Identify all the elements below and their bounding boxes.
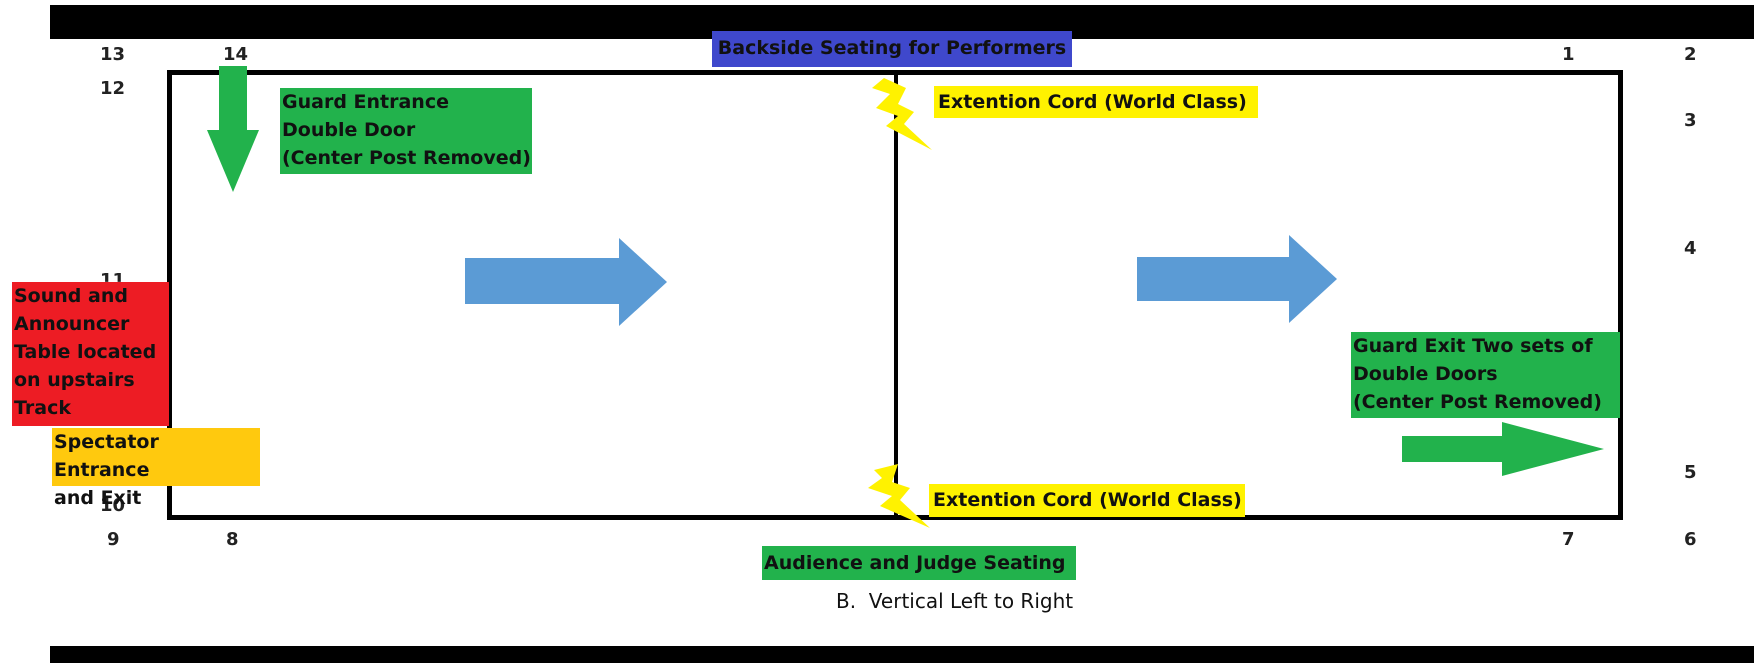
extension-cord-top-text: Extention Cord (World Class) <box>938 91 1247 113</box>
marker-2: 2 <box>1684 44 1697 65</box>
guard-exit-line-1: Guard Exit Two sets of <box>1353 335 1593 357</box>
marker-3: 3 <box>1684 110 1697 131</box>
marker-5: 5 <box>1684 462 1697 483</box>
spectator-entrance-label: Spectator Entrance and Exit <box>52 428 260 509</box>
marker-1: 1 <box>1562 44 1575 65</box>
audience-seating-label: Audience and Judge Seating <box>762 546 1076 580</box>
bottom-black-bar <box>50 646 1754 663</box>
diagram-caption: B. Vertical Left to Right <box>836 589 1074 613</box>
marker-14: 14 <box>223 44 249 65</box>
marker-6: 6 <box>1684 529 1697 550</box>
guard-entrance-label: Guard Entrance Double Door (Center Post … <box>280 88 532 174</box>
marker-9: 9 <box>107 529 120 550</box>
sound-table-line-5: Track <box>14 397 71 419</box>
guard-entrance-line-2: Double Door <box>282 119 416 141</box>
extension-cord-bottom-text: Extention Cord (World Class) <box>933 489 1242 511</box>
spectator-entrance-line-1: Spectator Entrance <box>54 431 159 481</box>
marker-12: 12 <box>100 78 126 99</box>
guard-exit-line-3: (Center Post Removed) <box>1353 391 1602 413</box>
sound-table-line-3: Table located <box>14 341 157 363</box>
marker-13: 13 <box>100 44 126 65</box>
marker-11: 11 <box>100 270 126 291</box>
down-arrow-icon <box>207 66 259 192</box>
marker-7: 7 <box>1562 529 1575 550</box>
lightning-bolt-icon <box>872 78 932 150</box>
sound-table-line-1: Sound and <box>14 285 128 307</box>
right-arrow-icon <box>1402 422 1604 476</box>
lightning-bolt-icon <box>868 464 930 528</box>
extension-cord-top-label: Extention Cord (World Class) <box>934 86 1258 118</box>
marker-10: 10 <box>100 495 126 516</box>
center-line <box>894 70 898 520</box>
guard-exit-line-2: Double Doors <box>1353 363 1498 385</box>
guard-exit-label: Guard Exit Two sets of Double Doors (Cen… <box>1351 332 1620 418</box>
extension-cord-bottom-label: Extention Cord (World Class) <box>929 484 1245 517</box>
sound-table-line-2: Announcer <box>14 313 130 335</box>
backside-seating-text: Backside Seating for Performers <box>717 37 1067 59</box>
sound-table-line-4: on upstairs <box>14 369 135 391</box>
spectator-entrance-line-2: and Exit <box>54 487 142 509</box>
audience-seating-text: Audience and Judge Seating <box>764 552 1066 574</box>
marker-8: 8 <box>226 529 239 550</box>
sound-table-label: Sound and Announcer Table located on ups… <box>12 282 169 426</box>
guard-entrance-line-1: Guard Entrance <box>282 91 449 113</box>
right-arrow-icon <box>465 238 667 326</box>
backside-seating-label: Backside Seating for Performers <box>712 31 1072 67</box>
marker-4: 4 <box>1684 238 1697 259</box>
right-arrow-icon <box>1137 235 1337 323</box>
guard-entrance-line-3: (Center Post Removed) <box>282 147 531 169</box>
